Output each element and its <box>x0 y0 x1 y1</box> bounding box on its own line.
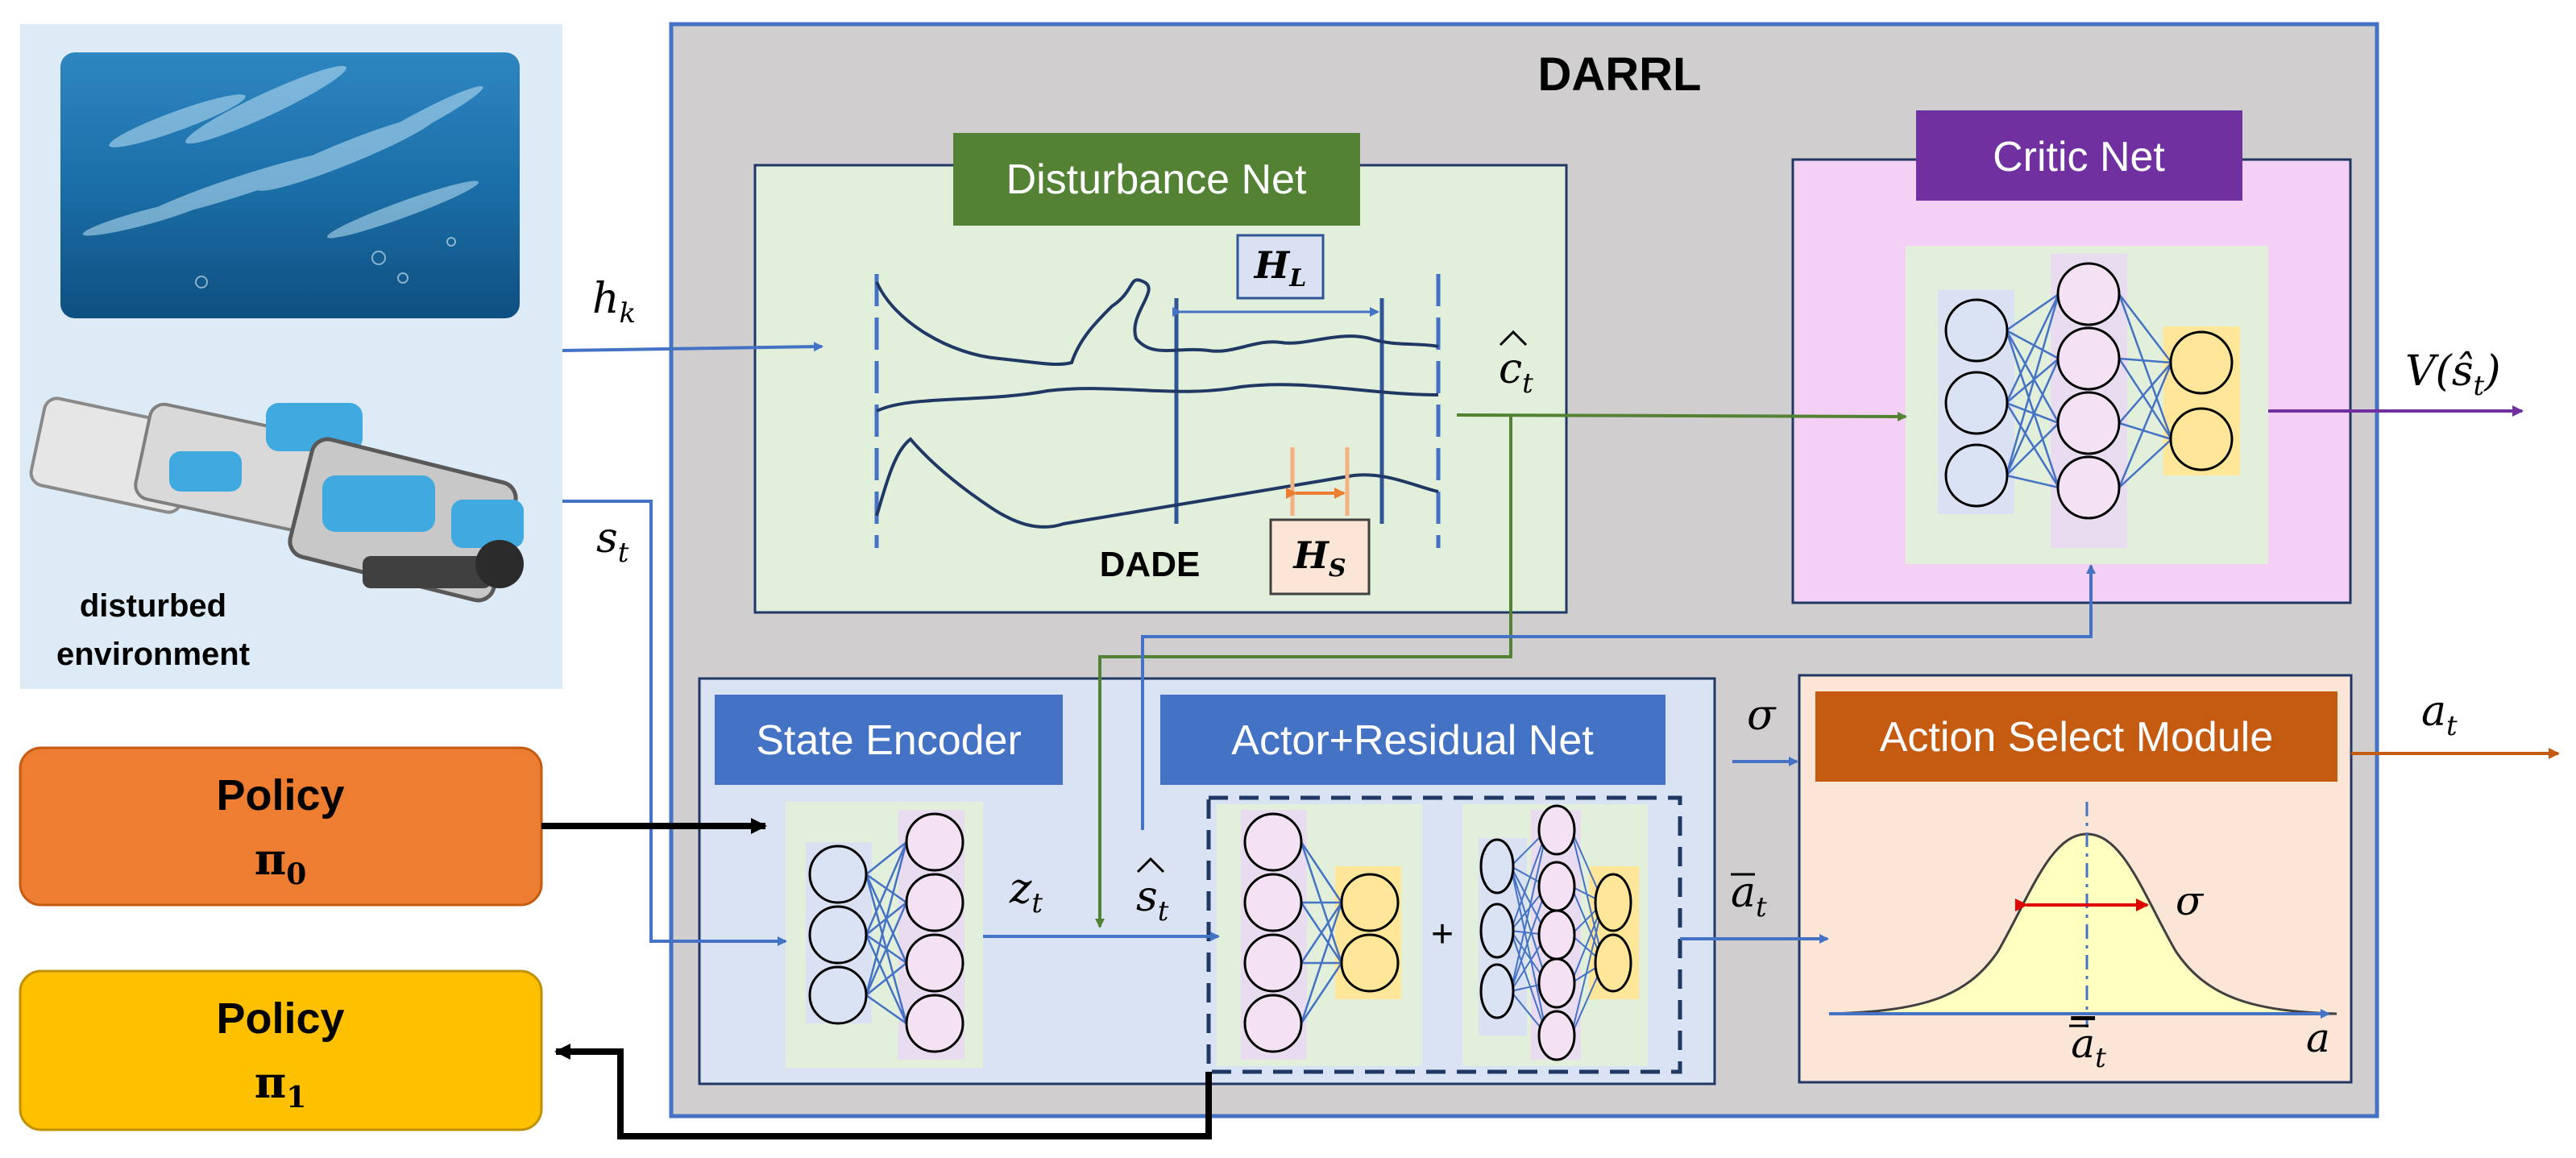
label-sigma-input: σ <box>1747 691 1777 740</box>
c-hat-to-critic-arrow <box>1456 411 1907 421</box>
policy-pi0-symbol: π0 <box>255 833 307 891</box>
residual-network <box>1462 804 1648 1066</box>
pi1-arrow <box>554 1044 1212 1139</box>
underwater-robot-image <box>29 396 524 603</box>
actor-network <box>1217 804 1422 1066</box>
window-short-label: HS <box>1292 533 1346 583</box>
policy-pi0-label: Policy <box>216 771 344 820</box>
policy-pi1-label: Policy <box>216 994 344 1043</box>
dade-label: DADE <box>1100 545 1201 584</box>
c-hat-to-actor-arrow <box>1095 415 1512 928</box>
signal-trace-1 <box>875 278 1439 367</box>
label-s-hat: st <box>1136 873 1169 928</box>
hk-arrow <box>562 342 823 352</box>
label-value: V(ŝt) <box>2405 347 2501 402</box>
underwater-photo <box>60 52 520 318</box>
action-select-panel: Action Select Module σ at a <box>1798 674 2353 1084</box>
darrl-title: DARRL <box>1538 48 1702 101</box>
label-hk: hk <box>592 275 636 330</box>
environment-label-line1: disturbed <box>80 588 226 624</box>
policy-pi1-symbol: π1 <box>255 1056 307 1114</box>
s-hat-to-critic-arrow <box>1141 564 2096 830</box>
environment-panel: disturbed environment <box>20 24 562 689</box>
environment-label-line2: environment <box>56 637 250 672</box>
policy-pi1-box[interactable]: Policy π1 <box>19 969 543 1131</box>
c-hat-caret <box>1499 330 1528 347</box>
disturbance-net-panel: Disturbance Net HL HS DADE <box>753 133 1568 614</box>
sigma-label-in-plot: σ <box>2176 878 2205 924</box>
actor-encoder-panel: State Encoder Actor+Residual Net <box>698 677 1716 1085</box>
mean-label: at <box>2071 1020 2106 1074</box>
policy-pi0-box[interactable]: Policy π0 <box>19 746 543 907</box>
label-c-hat: ct <box>1499 345 1533 400</box>
st-arrow <box>562 500 787 946</box>
signal-trace-3 <box>875 437 1439 529</box>
signal-trace-2 <box>876 383 1439 413</box>
action-select-title: Action Select Module <box>1880 714 2274 761</box>
actor-residual-title: Actor+Residual Net <box>1231 717 1594 764</box>
window-long-label: HL <box>1253 243 1307 293</box>
s-hat-caret <box>1136 857 1165 874</box>
axis-a-label: a <box>2306 1015 2330 1061</box>
label-abar: at <box>1731 869 1767 923</box>
connectors <box>541 342 2560 1139</box>
state-encoder-title: State Encoder <box>756 717 1022 764</box>
critic-net-panel: Critic Net <box>1791 110 2352 604</box>
state-encoder-network <box>786 802 983 1068</box>
label-zt: zt <box>1009 865 1043 919</box>
critic-network-graph <box>1938 254 2240 548</box>
actor-residual-plus: + <box>1431 913 1454 956</box>
disturbance-net-title: Disturbance Net <box>1006 156 1307 203</box>
signal-labels: hk st ct zt st at σ at V(ŝt) <box>592 275 2501 928</box>
label-at: at <box>2421 687 2458 742</box>
critic-net-title: Critic Net <box>1993 134 2165 181</box>
label-st: st <box>596 514 629 569</box>
